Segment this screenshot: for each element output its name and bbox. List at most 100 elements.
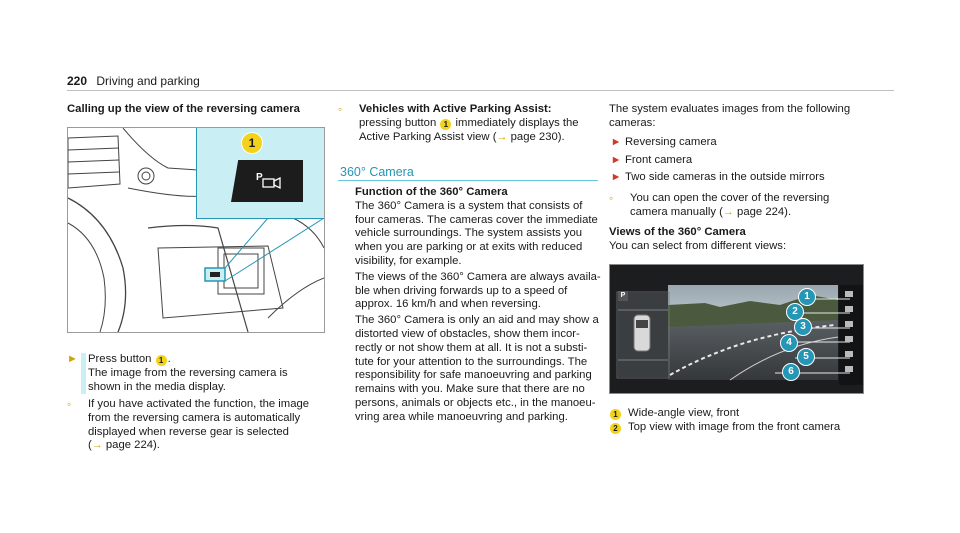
- note-line-3: displayed when reverse gear is selected: [88, 425, 289, 438]
- intro-line-1: The system evaluates images from the fol…: [609, 103, 851, 115]
- screen-callout-3: 3: [794, 318, 812, 336]
- view-icon-1[interactable]: [845, 291, 853, 297]
- bullet-icon: ▸: [613, 171, 619, 183]
- screen-callout-4: 4: [780, 334, 798, 352]
- p2-line: The views of the 360° Camera are always …: [355, 270, 601, 283]
- camera-list-item: ▸ Reversing camera: [613, 134, 873, 152]
- info-icon: ◦: [67, 397, 72, 411]
- screen-callout-5: 5: [797, 348, 815, 366]
- note-line-1: You can open the cover of the reversing: [630, 192, 830, 204]
- callout-1: 1: [440, 118, 452, 130]
- step-press-button: ► Press button 1. The image from the rev…: [67, 353, 323, 394]
- note-page-ref[interactable]: page 224).: [733, 205, 792, 218]
- button-callout-1: 1: [241, 132, 263, 154]
- function-title: Function of the 360° Camera: [355, 186, 508, 198]
- note-page-ref[interactable]: page 224).: [102, 439, 160, 452]
- console-illustration: P 1: [67, 127, 325, 333]
- p2-line: approx. 16 km/h and when reversing.: [355, 298, 541, 311]
- legend-text: Wide-angle view, front: [628, 407, 740, 419]
- info-icon: ◦: [338, 102, 343, 116]
- bullet-icon: ▸: [613, 153, 619, 166]
- note-line-1: If you have activated the function, the …: [88, 398, 310, 410]
- page-number: 220: [67, 74, 88, 88]
- note-line-2: camera manually (: [630, 205, 723, 218]
- screen-callout-6: 6: [782, 363, 800, 381]
- p2-line: ble when driving forwards up to a speed …: [355, 284, 568, 297]
- section-rule: [338, 180, 598, 181]
- camera-list-item: ▸ Front camera: [613, 152, 873, 170]
- callout-1: 1: [155, 355, 167, 366]
- p1-line: when you are parking or at exits with re…: [355, 241, 583, 254]
- page-header: 220 Driving and parking: [67, 74, 200, 88]
- note-text-1: pressing button: [359, 116, 440, 129]
- legend-callout: 2: [610, 422, 621, 434]
- note-active-parking: ◦ Vehicles with Active Parking Assist: p…: [338, 102, 598, 144]
- p3-line: distorted view of obstacles, show them i…: [355, 327, 580, 340]
- step-bar: [81, 353, 86, 394]
- p3-line: rectly or not show them at all. It is no…: [355, 341, 588, 354]
- p1-line: The 360° Camera is a system that consist…: [355, 199, 583, 212]
- views-title: Views of the 360° Camera: [609, 226, 746, 238]
- p3-line: responsibility for safe manoeuvring and …: [355, 369, 592, 382]
- p1-line: vehicle surroundings. The system assists…: [355, 227, 583, 240]
- section-title-360: 360° Camera: [340, 165, 414, 179]
- page-ref-arrow-icon: →: [496, 130, 508, 143]
- bullet-icon: ▸: [613, 136, 619, 148]
- legend-item: 2 Top view with image from the front came…: [609, 421, 871, 435]
- intro-line-2: cameras:: [609, 116, 656, 129]
- note-text-2: Active Parking Assist view (: [359, 130, 497, 143]
- header-rule: [67, 90, 894, 91]
- note-cover: ◦ You can open the cover of the reversin…: [609, 191, 871, 220]
- p3-line: tute for your attention to the surroundi…: [355, 355, 588, 368]
- console-drawing: [68, 128, 324, 332]
- legend-callout: 1: [610, 409, 621, 420]
- step-desc-1: The image from the reversing camera is: [88, 366, 288, 379]
- views-desc: You can select from different views:: [609, 239, 787, 252]
- park-indicator: P: [618, 291, 628, 301]
- camera-list-text: Two side cameras in the outside mirrors: [625, 171, 825, 183]
- step-arrow-icon: ►: [67, 353, 78, 365]
- camera-list-text: Reversing camera: [625, 136, 717, 148]
- camera-list-item: ▸ Two side cameras in the outside mirrors: [613, 169, 873, 187]
- p1-line: four cameras. The cameras cover the imme…: [355, 213, 598, 226]
- svg-text:P: P: [256, 172, 263, 183]
- step-desc-2: shown in the media display.: [88, 380, 226, 393]
- note-text-1b: immediately displays the: [452, 116, 579, 129]
- camera-button[interactable]: P: [231, 160, 303, 202]
- cameras-intro: The system evaluates images from the fol…: [609, 103, 869, 131]
- views-block: Views of the 360° Camera You can select …: [609, 226, 871, 254]
- parking-camera-icon: P: [256, 172, 281, 190]
- note-title: Vehicles with Active Parking Assist:: [359, 103, 552, 115]
- view-icon-4[interactable]: [845, 336, 853, 342]
- paragraph-2: The views of the 360° Camera are always …: [355, 271, 603, 312]
- p3-line: persons, animals or objects etc., in the…: [355, 396, 596, 409]
- camera-list-text: Front camera: [625, 153, 693, 166]
- camera-list: ▸ Reversing camera ▸ Front camera ▸ Two side …: [613, 134, 873, 187]
- p1-line: visibility, for example.: [355, 254, 462, 267]
- reversing-camera-heading: Calling up the view of the reversing cam…: [67, 103, 300, 115]
- function-block: Function of the 360° Camera The 360° Cam…: [355, 186, 603, 425]
- step-text: Press button: [88, 353, 155, 365]
- view-icon-3[interactable]: [845, 321, 853, 327]
- view-legend: 1 Wide-angle view, front 2 Top view with im…: [609, 407, 871, 435]
- camera-view: [616, 285, 863, 385]
- button-zoom-panel: P 1: [196, 128, 324, 219]
- p3-line: The 360° Camera is only an aid and may s…: [355, 314, 599, 327]
- note-page-ref[interactable]: page 230).: [507, 130, 565, 143]
- legend-text: Top view with image from the front camer…: [628, 420, 841, 433]
- note-paren: (: [88, 439, 92, 452]
- note-auto-display: ◦ If you have activated the function, th…: [67, 397, 323, 453]
- step-end: .: [167, 353, 171, 365]
- view-icon-5[interactable]: [845, 351, 853, 357]
- legend-item: 1 Wide-angle view, front: [609, 407, 871, 421]
- screen-callout-1: 1: [798, 288, 816, 306]
- view-icon-2[interactable]: [845, 306, 853, 312]
- p3-line: remains with you. Make sure that there a…: [355, 383, 585, 396]
- info-icon: ◦: [609, 191, 614, 205]
- section-title: Driving and parking: [96, 74, 200, 88]
- paragraph-1: The 360° Camera is a system that consist…: [355, 200, 603, 269]
- view-icon-6[interactable]: [845, 366, 853, 372]
- page-ref-arrow-icon: →: [91, 439, 103, 452]
- paragraph-3: The 360° Camera is only an aid and may s…: [355, 314, 603, 424]
